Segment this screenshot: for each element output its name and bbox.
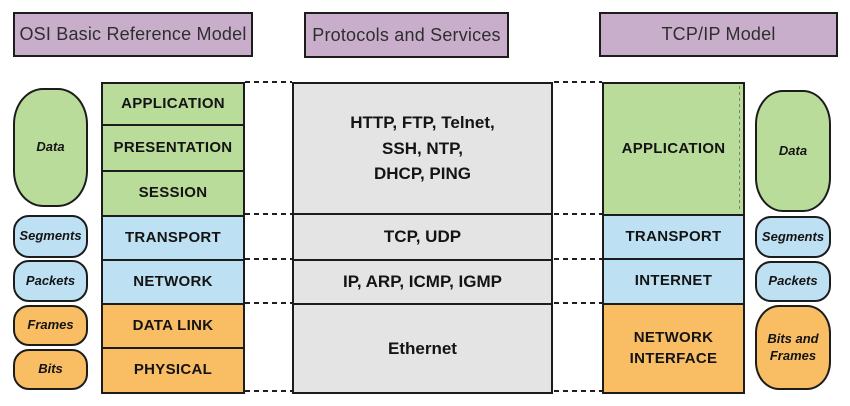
dashed-connector [245, 390, 292, 392]
pdu-left-packets: Packets [13, 260, 88, 302]
dashed-connector [554, 390, 602, 392]
header-protocols-services-label: Protocols and Services [312, 24, 501, 45]
dashed-connector [245, 213, 292, 215]
dashed-connector [245, 258, 292, 260]
tcpip-layer-transport-label: TRANSPORT [625, 227, 722, 245]
dashed-connector [554, 81, 602, 83]
osi-layer-presentation: PRESENTATION [101, 124, 245, 172]
protocols-transport-services: TCP, UDP [292, 213, 553, 261]
protocols-link-services-label: Ethernet [388, 338, 457, 358]
header-tcpip-model-label: TCP/IP Model [661, 24, 776, 44]
pdu-right-bits-and-frames: Bits and Frames [755, 305, 831, 390]
dashed-connector [245, 302, 292, 304]
osi-layer-application-label: APPLICATION [121, 94, 225, 112]
osi-layer-data-link-label: DATA LINK [132, 316, 214, 334]
pdu-right-bits-and-frames-label: Bits and Frames [767, 330, 819, 363]
protocols-application-services-label: HTTP, FTP, Telnet, SSH, NTP, DHCP, PING [350, 113, 495, 184]
header-protocols-services: Protocols and Services [304, 12, 509, 58]
osi-layer-session: SESSION [101, 170, 245, 217]
header-osi-model: OSI Basic Reference Model [13, 12, 253, 57]
osi-layer-session-label: SESSION [138, 184, 208, 202]
osi-layer-data-link: DATA LINK [101, 303, 245, 349]
pdu-left-data-label: Data [36, 139, 65, 155]
pdu-left-frames: Frames [13, 305, 88, 346]
pdu-left-bits: Bits [13, 349, 88, 390]
tcpip-layer-network-interface-label: NETWORK INTERFACE [629, 329, 718, 367]
dashed-connector [245, 81, 292, 83]
pdu-right-segments: Segments [755, 216, 831, 258]
pdu-right-packets-label: Packets [768, 273, 818, 289]
protocols-link-services: Ethernet [292, 303, 553, 394]
protocols-network-services: IP, ARP, ICMP, IGMP [292, 259, 553, 305]
tcpip-layer-network-interface: NETWORK INTERFACE [602, 303, 745, 394]
pdu-right-packets: Packets [755, 261, 831, 302]
pdu-right-segments-label: Segments [761, 228, 825, 244]
dashed-connector [554, 302, 602, 304]
pdu-right-data: Data [755, 90, 831, 212]
osi-layer-physical-label: PHYSICAL [133, 361, 213, 379]
tcpip-layer-internet: INTERNET [602, 258, 745, 305]
pdu-left-segments-label: Segments [19, 228, 82, 244]
pdu-right-data-label: Data [778, 142, 808, 158]
header-tcpip-model: TCP/IP Model [599, 12, 838, 57]
pdu-left-segments: Segments [13, 215, 88, 258]
osi-layer-transport-label: TRANSPORT [124, 228, 222, 246]
protocols-application-services: HTTP, FTP, Telnet, SSH, NTP, DHCP, PING [292, 82, 553, 215]
osi-layer-network-label: NETWORK [133, 272, 213, 290]
osi-layer-network: NETWORK [101, 259, 245, 305]
protocols-network-services-label: IP, ARP, ICMP, IGMP [342, 272, 503, 292]
tcpip-layer-internet-label: INTERNET [634, 272, 713, 290]
dashed-connector [554, 258, 602, 260]
osi-layer-application: APPLICATION [101, 82, 245, 126]
pdu-left-bits-label: Bits [38, 361, 63, 377]
tcpip-layer-application: APPLICATION [602, 82, 745, 216]
pdu-left-frames-label: Frames [27, 317, 74, 333]
osi-layer-presentation-label: PRESENTATION [113, 138, 233, 156]
dashed-connector [554, 213, 602, 215]
osi-layer-physical: PHYSICAL [101, 347, 245, 394]
tcpip-layer-application-label: APPLICATION [621, 139, 726, 157]
header-osi-model-label: OSI Basic Reference Model [19, 24, 247, 44]
dashed-connector [739, 86, 740, 210]
osi-layer-transport: TRANSPORT [101, 215, 245, 261]
pdu-left-packets-label: Packets [25, 272, 76, 288]
tcpip-layer-transport: TRANSPORT [602, 214, 745, 260]
pdu-left-data: Data [13, 88, 88, 207]
protocols-transport-services-label: TCP, UDP [383, 227, 462, 247]
